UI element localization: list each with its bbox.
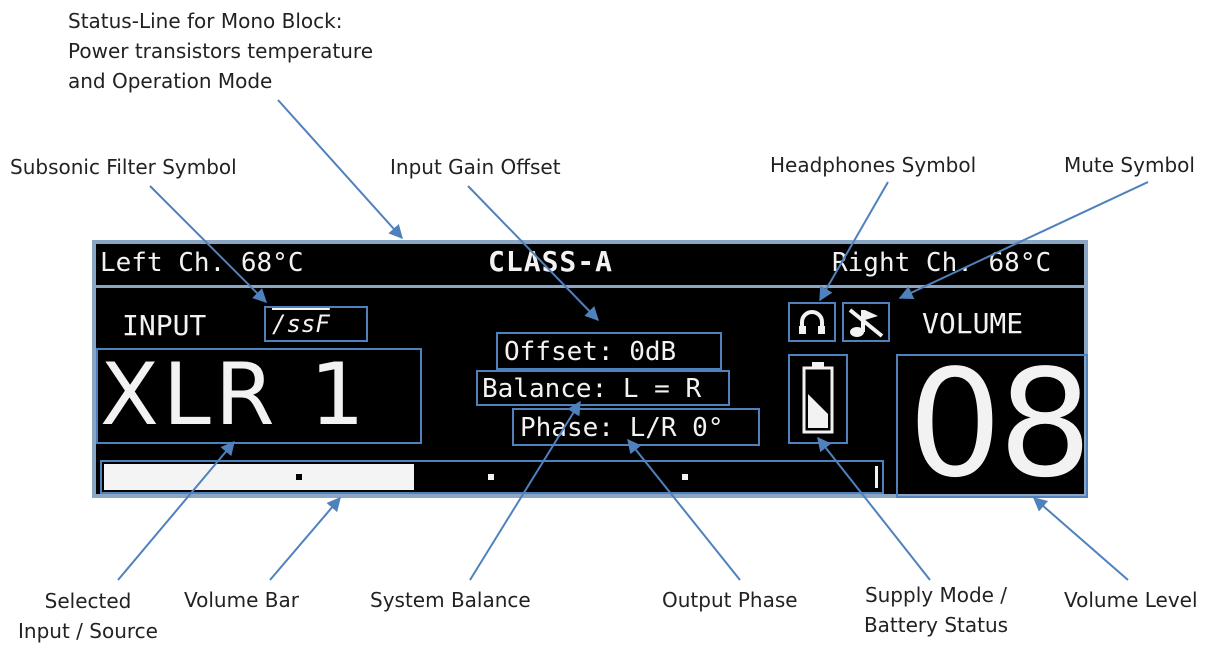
volume-bar [100,460,884,494]
headphones-icon [799,310,825,334]
volume-bar-end [875,466,878,488]
mute-box [842,302,890,342]
left-channel-temp: Left Ch. 68°C [100,248,304,278]
amplifier-display: Left Ch. 68°C CLASS-A Right Ch. 68°C INP… [92,240,1092,498]
volume-bar-tick-1 [296,474,302,480]
right-channel-temp: Right Ch. 68°C [832,248,1052,278]
volume-label: VOLUME [922,307,1024,340]
volume-bar-tick-3 [682,474,688,480]
callout-volume-level [1032,497,1129,581]
callout-mute [898,181,1149,300]
callout-input-gain [467,185,599,322]
volume-bar-fill [104,464,414,490]
callout-subsonic [149,185,267,303]
status-divider [96,285,1084,288]
mute-icon [848,308,884,338]
subsonic-filter-box: /ssF [264,306,368,342]
callout-output-phase [627,438,741,581]
label-system-balance: System Balance [370,588,531,612]
input-gain-offset: Offset: 0dB [504,337,677,367]
label-volume-level: Volume Level [1064,588,1198,612]
callout-selected-input [117,440,235,581]
label-selected-input: Selected Input / Source [18,589,158,643]
headphones-box [788,302,836,342]
selected-source: XLR 1 [100,345,369,445]
volume-level-box: 08 [896,350,1092,498]
label-subsonic-filter: Subsonic Filter Symbol [10,155,237,179]
label-volume-bar: Volume Bar [184,588,299,612]
label-input-gain: Input Gain Offset [390,155,561,179]
label-mute: Mute Symbol [1064,153,1195,177]
callout-system-balance [469,400,581,581]
offset-box: Offset: 0dB [496,332,722,370]
callout-supply-mode [817,436,931,581]
label-output-phase: Output Phase [662,588,798,612]
balance-box: Balance: L = R [476,370,730,406]
callout-headphones [819,181,889,302]
label-status-line: Status-Line for Mono Block: Power transi… [68,9,374,93]
subsonic-filter-icon: /ssF [272,310,330,338]
battery-icon [802,362,834,434]
output-phase-value: Phase: L/R 0° [520,413,724,443]
label-headphones: Headphones Symbol [770,153,977,177]
volume-level-value: 08 [908,338,1092,510]
source-box: XLR 1 [96,348,422,444]
volume-bar-tick-2 [488,474,494,480]
callout-volume-bar [269,496,341,581]
input-label: INPUT [122,309,207,342]
label-supply-mode: Supply Mode / Battery Status [863,583,1009,637]
callout-status-line [277,99,403,240]
system-balance-value: Balance: L = R [482,374,702,404]
